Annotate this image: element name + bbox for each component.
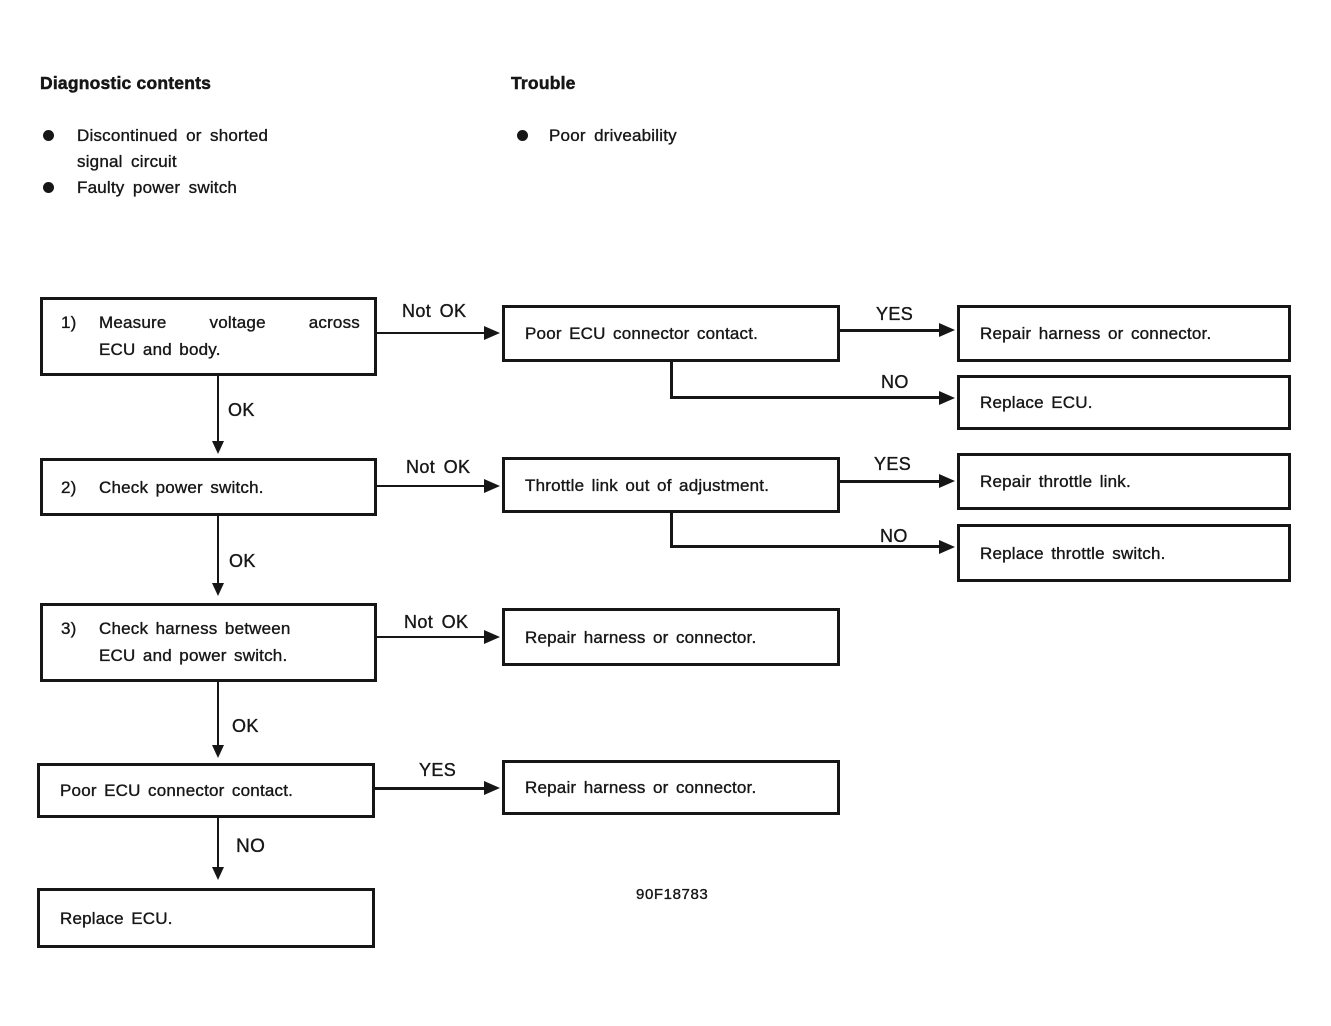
arrow-step1-notok-line xyxy=(377,332,485,334)
step1-text-line1: Measure voltage across xyxy=(99,313,360,332)
throttle-link-adjustment-box: Throttle link out of adjustment. xyxy=(502,457,840,513)
arrow-ok-step2-line xyxy=(217,516,219,586)
repair-harness-connector-text: Repair harness or connector. xyxy=(980,324,1212,343)
arrow-right-icon xyxy=(939,391,955,405)
label-ok-step1: OK xyxy=(228,400,255,420)
arrow-yes-row1-line xyxy=(840,329,940,332)
step1-number: 1) xyxy=(61,313,77,332)
label-no-row1: NO xyxy=(881,372,909,392)
throttle-link-adjustment-text: Throttle link out of adjustment. xyxy=(525,475,770,495)
poor-ecu-contact-recheck-box: Poor ECU connector contact. xyxy=(37,763,375,818)
label-yes-row1: YES xyxy=(876,304,914,324)
arrow-right-icon xyxy=(939,540,955,554)
arrow-yes-row4-line xyxy=(375,787,485,790)
diagnostic-contents-title: Diagnostic contents xyxy=(40,73,212,94)
step1-text-line2: ECU and body. xyxy=(99,340,221,359)
replace-throttle-switch-text: Replace throttle switch. xyxy=(980,543,1166,563)
arrow-yes-row2-line xyxy=(840,480,940,483)
step2-text: Check power switch. xyxy=(99,478,264,497)
replace-ecu-final-text: Replace ECU. xyxy=(60,908,173,928)
step3-text-line2: ECU and power switch. xyxy=(99,646,288,665)
arrow-right-icon xyxy=(939,323,955,337)
bullet-icon xyxy=(517,130,528,141)
poor-ecu-contact-recheck-text: Poor ECU connector contact. xyxy=(60,781,294,800)
step3-number: 3) xyxy=(61,619,77,638)
trouble-title: Trouble xyxy=(511,73,576,94)
arrow-down-icon xyxy=(212,867,224,880)
label-not-ok-row1: Not OK xyxy=(402,301,467,321)
replace-ecu-box: Replace ECU. xyxy=(957,375,1291,430)
arrow-no-row1-elbow-vertical xyxy=(670,362,673,399)
arrow-step2-notok-line xyxy=(377,485,485,487)
label-yes-row2: YES xyxy=(874,454,912,474)
arrow-down-icon xyxy=(212,745,224,758)
repair-harness-row4-box: Repair harness or connector. xyxy=(502,760,840,815)
arrow-step3-notok-line xyxy=(377,636,485,638)
bullet-icon xyxy=(43,182,54,193)
arrow-right-icon xyxy=(484,630,500,644)
step3-text-line1: Check harness between xyxy=(99,619,291,638)
step2-number: 2) xyxy=(61,478,77,497)
diagnostic-item-power-switch: Faulty power switch xyxy=(77,178,238,197)
trouble-item-driveability: Poor driveability xyxy=(549,126,677,145)
poor-ecu-contact-text: Poor ECU connector contact. xyxy=(525,324,759,343)
step2-check-power-switch-box: 2) Check power switch. xyxy=(40,458,377,516)
arrow-right-icon xyxy=(939,474,955,488)
replace-ecu-final-box: Replace ECU. xyxy=(37,888,375,948)
label-not-ok-row3: Not OK xyxy=(404,612,469,632)
label-ok-step2: OK xyxy=(229,551,256,571)
arrow-ok-step3-line xyxy=(217,682,219,748)
step3-check-harness-box: 3) Check harness between ECU and power s… xyxy=(40,603,377,682)
arrow-down-icon xyxy=(212,583,224,596)
label-not-ok-row2: Not OK xyxy=(406,457,471,477)
replace-throttle-switch-box: Replace throttle switch. xyxy=(957,524,1291,582)
arrow-no-row1-elbow-horizontal xyxy=(670,396,940,399)
bullet-icon xyxy=(43,130,54,141)
arrow-right-icon xyxy=(484,479,500,493)
arrow-right-icon xyxy=(484,326,500,340)
repair-harness-row4-text: Repair harness or connector. xyxy=(525,778,757,797)
arrow-ok-step1-line xyxy=(217,376,219,444)
arrow-down-icon xyxy=(212,441,224,454)
repair-harness-row3-box: Repair harness or connector. xyxy=(502,608,840,666)
poor-ecu-contact-box: Poor ECU connector contact. xyxy=(502,305,840,362)
label-yes-row4: YES xyxy=(419,760,457,780)
repair-throttle-link-text: Repair throttle link. xyxy=(980,472,1131,491)
step1-measure-voltage-box: 1) Measure voltage across ECU and body. xyxy=(40,297,377,376)
repair-throttle-link-box: Repair throttle link. xyxy=(957,453,1291,510)
label-no-final: NO xyxy=(236,836,266,857)
arrow-right-icon xyxy=(484,781,500,795)
repair-harness-row3-text: Repair harness or connector. xyxy=(525,627,757,647)
label-no-row2: NO xyxy=(880,526,908,546)
figure-code: 90F18783 xyxy=(636,886,709,903)
arrow-no-final-line xyxy=(217,818,219,870)
replace-ecu-text: Replace ECU. xyxy=(980,393,1093,412)
label-ok-step3: OK xyxy=(232,716,259,736)
repair-harness-connector-box: Repair harness or connector. xyxy=(957,305,1291,362)
arrow-no-row2-elbow-vertical xyxy=(670,513,673,548)
diagnostic-item-signal-circuit: Discontinued or shorted signal circuit xyxy=(77,126,269,171)
arrow-no-row2-elbow-horizontal xyxy=(670,545,940,548)
